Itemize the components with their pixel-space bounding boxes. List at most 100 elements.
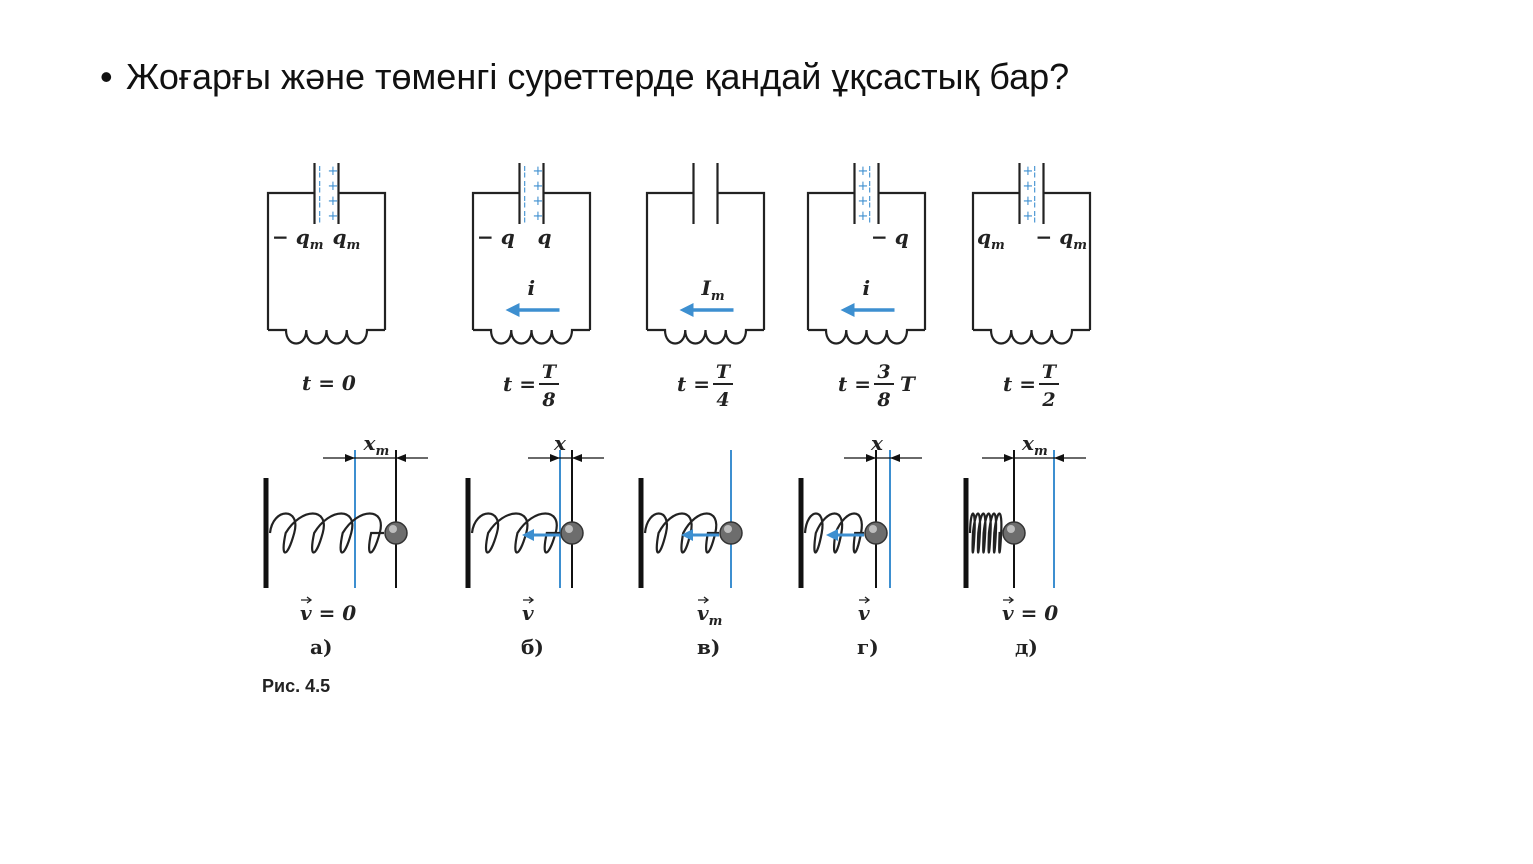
charge-sign: ¦ bbox=[868, 164, 872, 179]
inductor-coil bbox=[647, 328, 764, 345]
dimension-arrowhead bbox=[572, 454, 582, 462]
mass-highlight bbox=[869, 525, 877, 533]
velocity-arrowhead bbox=[681, 529, 693, 541]
charge-label-left: qm bbox=[977, 225, 1005, 253]
bullet-dot: • bbox=[100, 56, 113, 97]
subfigure-letter: г) bbox=[857, 635, 879, 659]
velocity-arrowhead bbox=[522, 529, 534, 541]
charge-sign: + bbox=[533, 209, 544, 224]
charge-sign: ¦ bbox=[523, 209, 527, 224]
charge-sign: + bbox=[858, 194, 869, 209]
subfigure-letter: в) bbox=[697, 635, 720, 659]
charge-sign: + bbox=[328, 164, 339, 179]
circuit-wire-right bbox=[878, 191, 927, 330]
circuit-wire-right bbox=[543, 191, 592, 330]
spring bbox=[268, 512, 384, 554]
vector-arrow-mark bbox=[1003, 596, 1015, 604]
velocity-arrowhead bbox=[826, 529, 838, 541]
spring bbox=[803, 512, 864, 554]
circuit-wire-left bbox=[806, 191, 855, 330]
current-label: i bbox=[528, 276, 536, 300]
charge-sign: ¦ bbox=[318, 194, 322, 209]
displacement-label: xm bbox=[1021, 431, 1048, 459]
charge-sign: ¦ bbox=[1033, 164, 1037, 179]
charge-label-right: qm bbox=[333, 225, 361, 253]
charge-sign: ¦ bbox=[523, 194, 527, 209]
spring-oscillator-b: xvб) bbox=[465, 431, 604, 659]
inductor-coil bbox=[268, 328, 385, 345]
subfigure-letter: а) bbox=[310, 635, 332, 659]
charge-sign: ¦ bbox=[868, 194, 872, 209]
mass-ball bbox=[1002, 521, 1026, 545]
lc-circuit-c: Im t = T 4 bbox=[645, 163, 766, 411]
mass-ball bbox=[384, 521, 408, 545]
mass-ball bbox=[719, 521, 743, 545]
charge-label-left: − q bbox=[477, 225, 515, 249]
inductor-coil bbox=[473, 328, 590, 345]
charge-label-right: q bbox=[538, 225, 552, 249]
charge-sign: + bbox=[1023, 164, 1034, 179]
current-arrowhead bbox=[505, 303, 520, 317]
charge-sign: + bbox=[1023, 179, 1034, 194]
circuit-wire-left bbox=[971, 191, 1020, 330]
time-numerator: T bbox=[716, 361, 732, 383]
charge-sign: + bbox=[858, 179, 869, 194]
subfigure-letter: д) bbox=[1015, 635, 1038, 659]
charge-sign: ¦ bbox=[868, 209, 872, 224]
time-numerator: 3 bbox=[877, 361, 890, 383]
circuit-wire-left bbox=[471, 191, 520, 330]
velocity-label: v = 0 bbox=[300, 601, 356, 625]
charge-sign: ¦ bbox=[868, 179, 872, 194]
vector-arrow-mark bbox=[301, 596, 313, 604]
current-arrowhead bbox=[840, 303, 855, 317]
charge-label-right: − q bbox=[871, 225, 909, 249]
charge-sign: + bbox=[533, 194, 544, 209]
dimension-arrowhead bbox=[1054, 454, 1064, 462]
time-prefix: t = bbox=[503, 372, 536, 396]
mass-ball bbox=[560, 521, 584, 545]
time-prefix: t = bbox=[677, 372, 710, 396]
mass-highlight bbox=[565, 525, 573, 533]
displacement-label: x bbox=[553, 431, 567, 455]
spring bbox=[643, 512, 719, 554]
dimension-arrowhead bbox=[866, 454, 876, 462]
circuit-wire-right bbox=[338, 191, 387, 330]
mass-highlight bbox=[389, 525, 397, 533]
velocity-label: v = 0 bbox=[1002, 601, 1058, 625]
charge-label-left: − qm bbox=[272, 225, 323, 253]
current-label: i bbox=[863, 276, 871, 300]
dimension-arrowhead bbox=[1004, 454, 1014, 462]
spring-oscillator-d: xvг) bbox=[798, 431, 922, 659]
displacement-label: xm bbox=[363, 431, 390, 459]
lc-circuit-e: +¦+¦+¦+¦qm− qmt =T2 bbox=[971, 163, 1092, 411]
mass-ball bbox=[864, 521, 888, 545]
current-label: Im bbox=[701, 276, 725, 304]
charge-sign: + bbox=[328, 209, 339, 224]
charge-sign: + bbox=[858, 164, 869, 179]
spring bbox=[968, 512, 1003, 554]
charge-sign: ¦ bbox=[318, 164, 322, 179]
question-bullet: • Жоғарғы және төменгі суреттерде қандай … bbox=[100, 56, 1069, 98]
vector-arrow-mark bbox=[859, 596, 871, 604]
time-denominator: 8 bbox=[541, 389, 555, 411]
current-arrowhead bbox=[679, 303, 694, 317]
charge-sign: + bbox=[328, 194, 339, 209]
circuit-wire-left bbox=[645, 191, 694, 330]
inductor-coil bbox=[973, 328, 1090, 345]
dimension-arrowhead bbox=[550, 454, 560, 462]
time-prefix: t = bbox=[838, 372, 871, 396]
spring-oscillator-c: vm в) bbox=[638, 450, 743, 659]
charge-sign: ¦ bbox=[1033, 194, 1037, 209]
spring-oscillator-e: xm v = 0 д) bbox=[963, 431, 1086, 659]
question-text: Жоғарғы және төменгі суреттерде қандай ұ… bbox=[126, 56, 1070, 97]
time-prefix: t = bbox=[1003, 372, 1036, 396]
charge-sign: ¦ bbox=[1033, 209, 1037, 224]
circuit-wire-right bbox=[1043, 191, 1092, 330]
dimension-arrowhead bbox=[890, 454, 900, 462]
lc-circuit-d: +¦+¦+¦+¦− qit =38T bbox=[806, 163, 927, 411]
velocity-label: vm bbox=[697, 601, 722, 629]
dimension-arrowhead bbox=[345, 454, 355, 462]
time-denominator: 4 bbox=[716, 389, 729, 411]
